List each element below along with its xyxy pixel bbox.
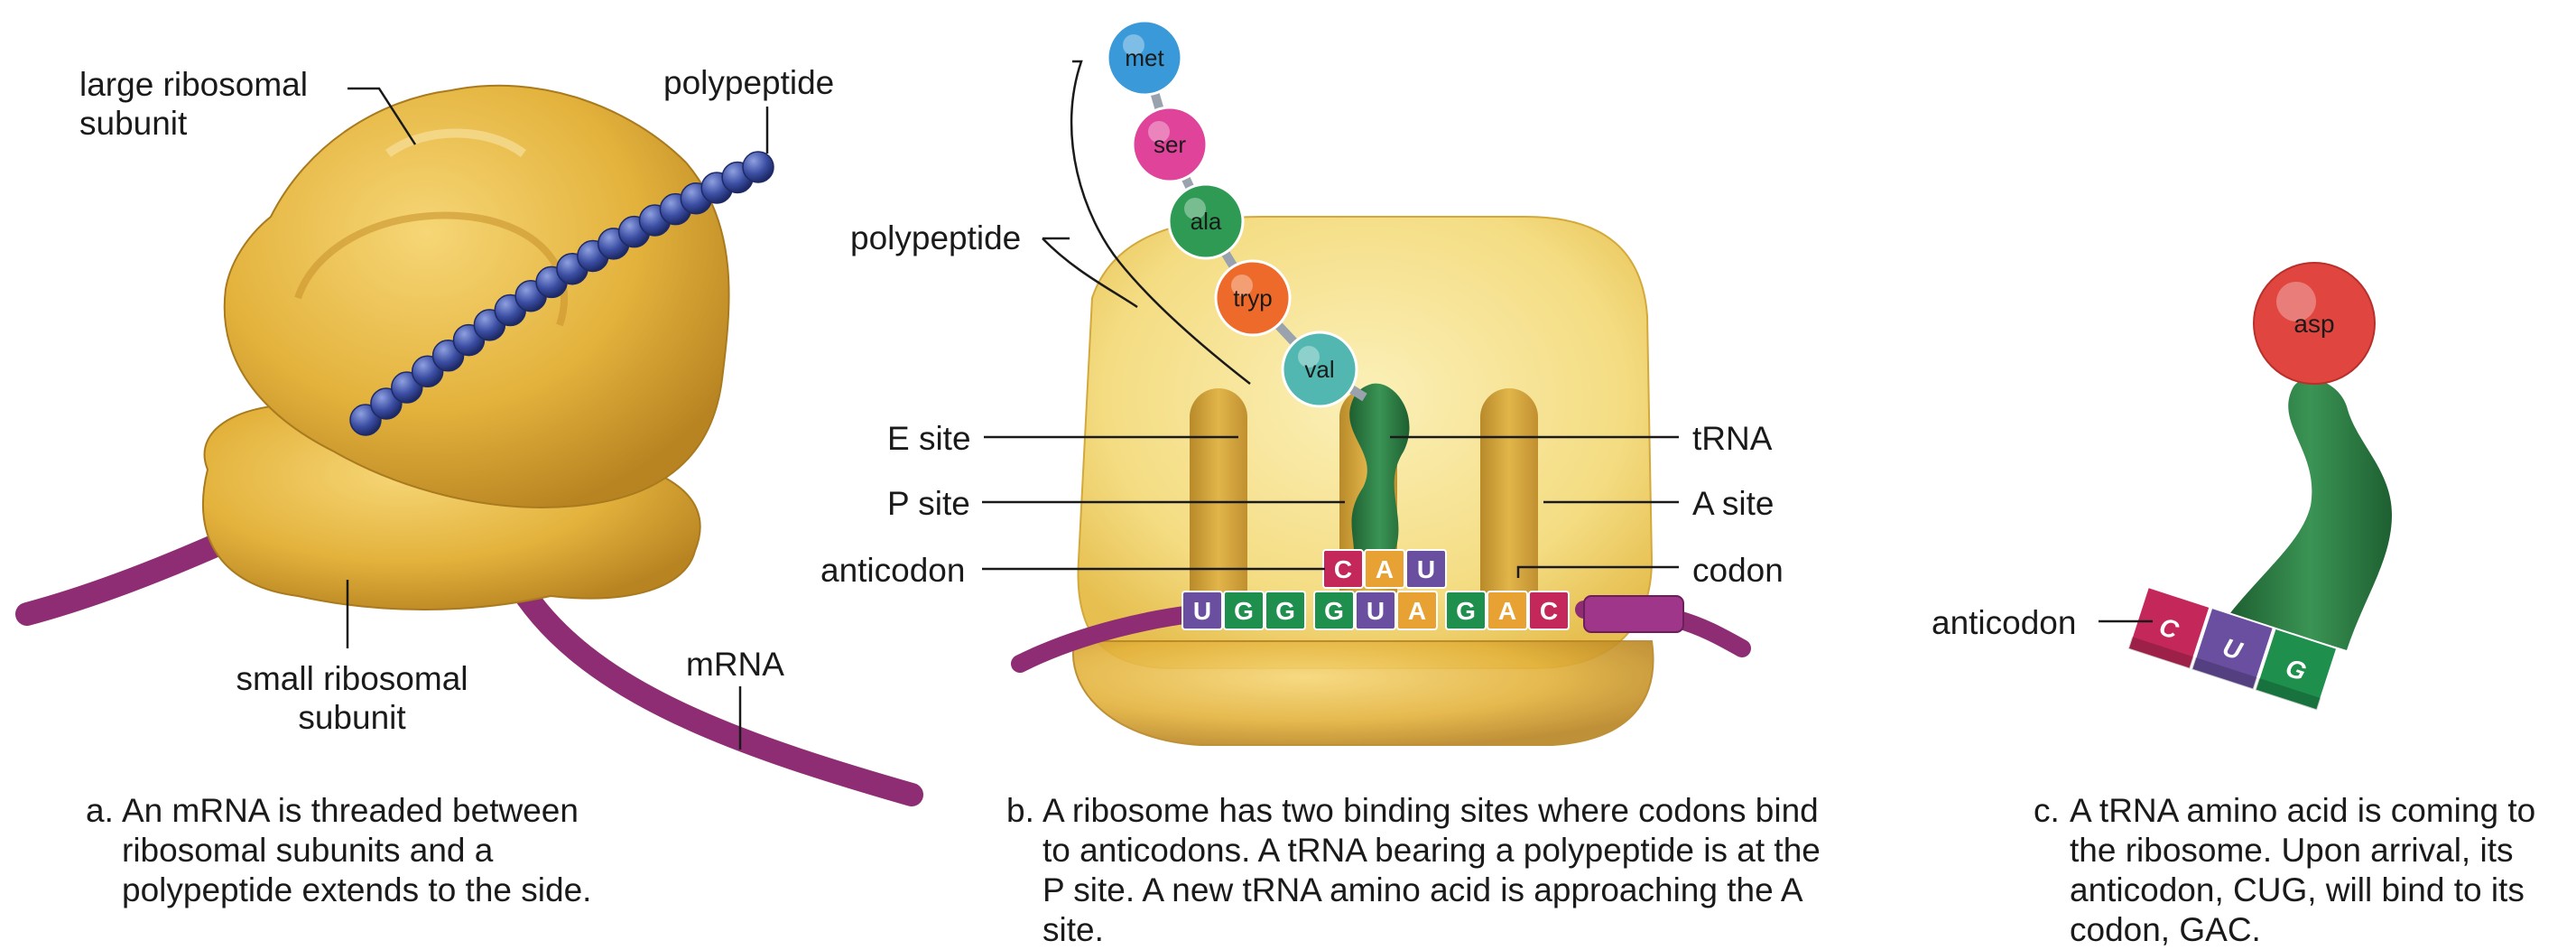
mrna-base-letter: G — [1275, 597, 1295, 625]
mrna-base-a: A — [1487, 591, 1528, 630]
mrna-base-u: U — [1355, 591, 1396, 630]
mrna-strand-a-lower — [503, 566, 923, 806]
amino-acid-label: ala — [1191, 208, 1222, 235]
mrna-base-g: G — [1223, 591, 1265, 630]
mrna-base-letter: G — [1324, 597, 1344, 625]
polypeptide-chain-a — [349, 151, 774, 436]
label-polypeptide-a: polypeptide — [663, 64, 835, 101]
mrna-base-g: G — [1265, 591, 1306, 630]
label-e-site: E site — [887, 420, 971, 457]
panel-c-illustration: CUG asp — [2127, 262, 2392, 712]
polypeptide-bead — [742, 151, 774, 183]
caption-c-text: A tRNA amino acid is coming to the ribos… — [2070, 792, 2536, 948]
mrna-base-letter: A — [1498, 597, 1516, 625]
mrna-base-letter: G — [1456, 597, 1476, 625]
anticodon-base-letter: A — [1376, 555, 1394, 583]
mrna-base-g: G — [1445, 591, 1487, 630]
anticodon-base-a: A — [1364, 549, 1405, 589]
amino-acid-tryp: tryp — [1214, 259, 1292, 337]
label-large-ribosomal-subunit: large ribosomal subunit — [79, 66, 308, 142]
label-small-ribosomal-subunit: small ribosomal subunit — [236, 660, 468, 736]
mrna-base-letter: U — [1367, 597, 1385, 625]
anticodon-base-letter: C — [1334, 555, 1352, 583]
amino-acid-label: val — [1304, 356, 1334, 383]
anticodon-base-letter: U — [1417, 555, 1435, 583]
ribosome-lower-b — [1071, 640, 1654, 746]
anticodon-c-base-u: U — [2190, 606, 2275, 691]
label-p-site: P site — [887, 485, 970, 522]
amino-acid-label: tryp — [1233, 284, 1272, 312]
anticodon-c-base-c: C — [2127, 585, 2211, 670]
anticodon-c-base-g: G — [2254, 627, 2339, 712]
amino-acid-met: met — [1106, 19, 1183, 97]
caption-b-text: A ribosome has two binding sites where c… — [1042, 792, 1821, 948]
label-mrna: mRNA — [686, 646, 784, 683]
mrna-base-letter: U — [1193, 597, 1211, 625]
amino-acid-label: ser — [1154, 131, 1186, 158]
free-trna — [2229, 378, 2392, 650]
mrna-base-letter: G — [1234, 597, 1254, 625]
amino-acid-val: val — [1281, 331, 1358, 408]
mrna-base-u: U — [1181, 591, 1223, 630]
anticodon-base-c: C — [1322, 549, 1364, 589]
panel-a-leader-lines — [346, 87, 769, 750]
mrna-base-letter: A — [1408, 597, 1426, 625]
mrna-base-a: A — [1396, 591, 1438, 630]
caption-c-prefix: c. — [2034, 792, 2060, 829]
p-site-trna — [1349, 383, 1410, 553]
asp-amino-acid: asp — [2253, 262, 2376, 385]
label-a-site: A site — [1692, 485, 1774, 522]
amino-acid-chain-b: met ser ala tryp val — [1106, 19, 1367, 408]
label-anticodon-c: anticodon — [1932, 604, 2077, 641]
amino-acid-label: met — [1125, 44, 1164, 71]
anticodon-base-u: U — [1405, 549, 1447, 589]
label-codon: codon — [1692, 552, 1784, 589]
amino-acid-ser: ser — [1131, 106, 1209, 183]
panel-b-leader-lines — [982, 60, 1679, 578]
caption-b: b. A ribosome has two binding sites wher… — [1006, 791, 1850, 950]
a-site-slot — [1480, 388, 1538, 623]
caption-b-prefix: b. — [1006, 792, 1034, 829]
caption-a-prefix: a. — [86, 792, 114, 829]
amino-acid-ala: ala — [1167, 182, 1245, 260]
mrna-strand-b — [1011, 605, 1200, 673]
caption-c: c. A tRNA amino acid is coming to the ri… — [2034, 791, 2575, 950]
label-trna: tRNA — [1692, 420, 1773, 457]
mrna-base-g: G — [1313, 591, 1355, 630]
mrna-base-c: C — [1528, 591, 1570, 630]
asp-label: asp — [2293, 310, 2334, 338]
anticodon-blocks-c: CUG — [2127, 585, 2339, 712]
large-ribosomal-subunit — [223, 84, 730, 508]
label-polypeptide-b: polypeptide — [850, 219, 1022, 256]
caption-a-text: An mRNA is threaded between ribosomal su… — [122, 792, 592, 908]
caption-a: a. An mRNA is threaded between ribosomal… — [86, 791, 663, 910]
e-site-slot — [1190, 388, 1247, 623]
panel-a-illustration — [15, 84, 923, 806]
label-anticodon-b: anticodon — [820, 552, 966, 589]
mrna-base-letter: C — [1540, 597, 1558, 625]
